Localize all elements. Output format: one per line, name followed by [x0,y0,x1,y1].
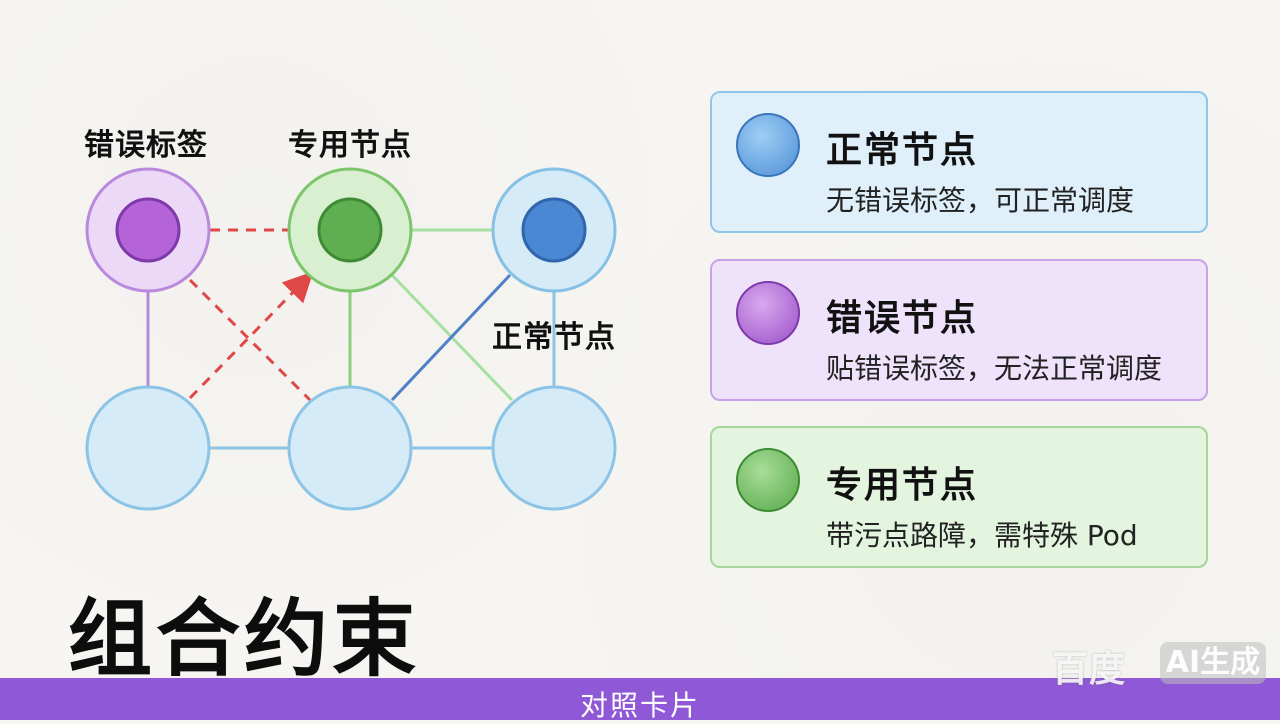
legend-card-normal: 正常节点 无错误标签，可正常调度 [710,91,1208,233]
normal-node-label: 正常节点 [492,320,616,355]
watermark-brand: 百度 [1052,649,1127,690]
legend-card-error: 错误节点 贴错误标签，无法正常调度 [710,259,1208,401]
dashed-purple-bottommid [188,278,312,402]
blue-node-icon [736,113,800,177]
error-label-text: 错误标签 [84,128,208,163]
error-node [85,167,211,293]
node-diagram [85,167,617,511]
dashed-arrow-to-green [188,271,314,400]
legend-title: 错误节点 [826,298,979,339]
green-node-icon [736,448,800,512]
legend-desc: 贴错误标签，无法正常调度 [826,352,1163,385]
legend-desc: 带污点路障，需特殊 Pod [826,519,1138,552]
dedicated-node-label: 专用节点 [288,128,412,163]
legend-card-dedicated: 专用节点 带污点路障，需特殊 Pod [710,426,1208,568]
page-title: 组合约束 [68,590,421,688]
footer-caption: 对照卡片 [579,689,700,722]
bottom-right-node [491,385,617,511]
legend-title: 正常节点 [826,130,979,171]
edge-blue-bottommid [390,273,512,402]
legend-title: 专用节点 [826,465,979,506]
footer-bar: 对照卡片 [0,678,1280,722]
legend-desc: 无错误标签，可正常调度 [826,184,1135,217]
normal-node [491,167,617,293]
watermark-badge: AI生成 [1160,642,1266,684]
bottom-mid-node [287,385,413,511]
bottom-left-node [85,385,211,511]
purple-node-icon [736,281,800,345]
dedicated-node [287,167,413,293]
